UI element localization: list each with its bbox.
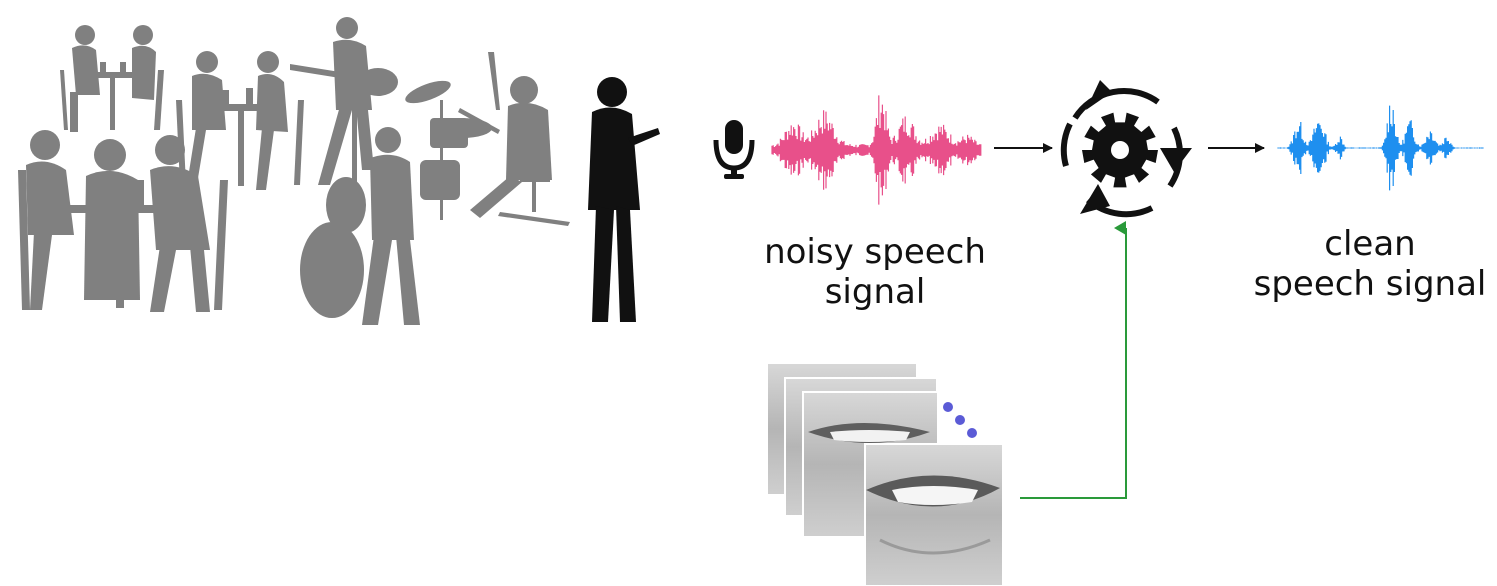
middle-table-couple [176,51,304,190]
noisy-speech-label: noisy speech signal [745,232,1005,312]
waveform-trace [1277,105,1484,191]
noisy-label-line2: signal [824,272,926,312]
lip-frames-stack [766,362,1004,586]
noisy-label-line1: noisy speech [764,232,986,272]
back-table-couple [60,25,164,132]
clean-speech-label: clean speech signal [1245,224,1495,304]
clean-label-line2: speech signal [1253,264,1487,304]
waveform-trace [771,95,982,205]
bassist [300,110,420,325]
listener-silhouette [588,77,660,322]
noisy-speech-waveform [771,95,982,205]
drummer [405,52,570,226]
gear-shape [1082,112,1158,188]
noisy-environment-illustration [18,17,570,325]
clean-speech-waveform [1277,105,1484,191]
clean-label-line1: clean [1324,224,1416,264]
guitarist [290,17,398,185]
gear-hole [1111,141,1129,159]
microphone-icon [713,120,755,179]
visual-input-arrow [1020,221,1127,499]
front-table-group [18,130,228,312]
lip-frame-front [864,443,1004,586]
gear-cycle-icon [1060,80,1192,218]
ellipsis-dots [943,402,977,438]
